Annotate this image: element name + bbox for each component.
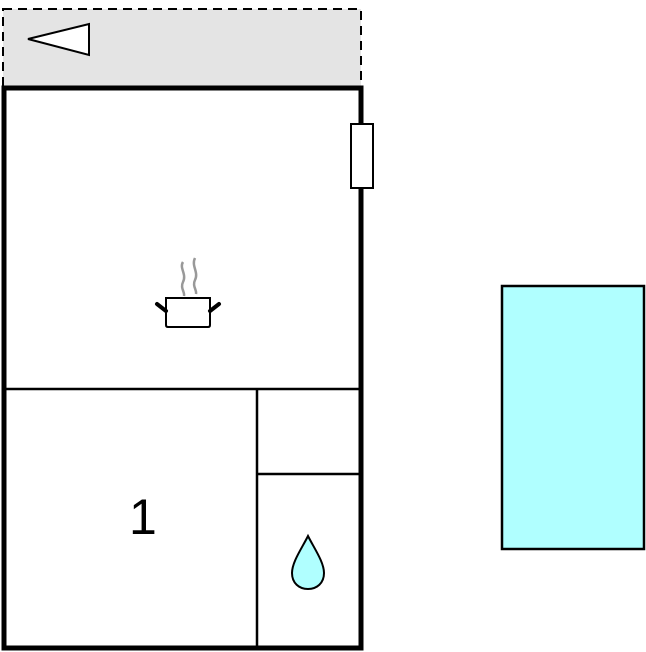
water-drop-icon [290,533,326,591]
entrance-arrow-icon [27,22,90,57]
swimming-pool [500,284,646,551]
bedroom-number-label: 1 [129,489,157,545]
window-icon [350,123,374,189]
terrace [2,8,362,88]
cooking-pot-icon [155,257,221,328]
